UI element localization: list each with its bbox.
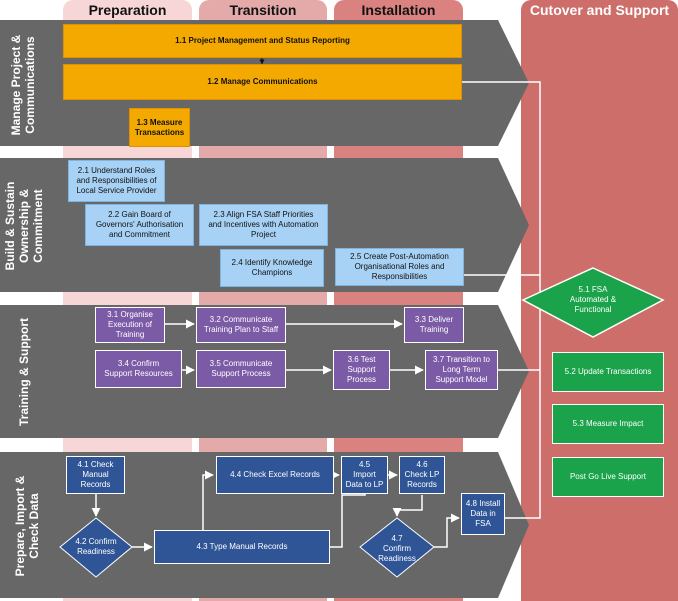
task-3-2[interactable]: 3.2 Communicate Training Plan to Staff xyxy=(196,307,286,343)
arrow-4-6-to-4-7 xyxy=(392,495,423,517)
line-band4-to-cutover xyxy=(505,300,541,519)
task-2-4[interactable]: 2.4 Identify Knowledge Champions xyxy=(220,249,324,287)
task-4-3[interactable]: 4.3 Type Manual Records xyxy=(154,530,330,564)
task-4-2[interactable]: 4.2 Confirm Readiness xyxy=(75,537,117,556)
task-3-4[interactable]: 3.4 Confirm Support Resources xyxy=(95,350,182,388)
task-5-4[interactable]: Post Go Live Support xyxy=(552,457,664,497)
task-3-1[interactable]: 3.1 Organise Execution of Training xyxy=(95,307,165,343)
task-2-3[interactable]: 2.3 Align FSA Staff Priorities and Incen… xyxy=(199,204,328,246)
arrow-4-7-to-4-8 xyxy=(434,513,460,548)
task-4-6[interactable]: 4.6 Check LP Records xyxy=(399,456,445,494)
task-3-7[interactable]: 3.7 Transition to Long Term Support Mode… xyxy=(425,350,498,390)
diamond-5-1 xyxy=(521,267,665,338)
task-4-8[interactable]: 4.8 Install Data in FSA xyxy=(461,493,505,535)
task-2-1[interactable]: 2.1 Understand Roles and Responsibilitie… xyxy=(68,160,165,202)
task-4-4[interactable]: 4.4 Check Excel Records xyxy=(216,456,334,494)
column-cutover-header: Cutover and Support xyxy=(529,2,670,18)
task-4-5[interactable]: 4.5 Import Data to LP xyxy=(341,456,388,494)
task-4-1[interactable]: 4.1 Check Manual Records xyxy=(66,456,125,494)
task-5-2[interactable]: 5.2 Update Transactions xyxy=(552,352,664,392)
task-5-1[interactable]: 5.1 FSA Automated & Functional xyxy=(569,285,617,314)
task-5-3[interactable]: 5.3 Measure Impact xyxy=(552,404,664,444)
arrow-4-3-to-4-4 xyxy=(202,470,214,530)
task-3-3[interactable]: 3.3 Deliver Training xyxy=(404,307,464,343)
task-1-3[interactable]: 1.3 Measure Transactions xyxy=(129,108,190,147)
task-3-6[interactable]: 3.6 Test Support Process xyxy=(333,350,390,390)
column-preparation-header: Preparation xyxy=(88,2,167,18)
diamond-4-7 xyxy=(359,517,435,578)
task-3-5[interactable]: 3.5 Communicate Support Process xyxy=(196,350,286,388)
column-transition-header: Transition xyxy=(229,2,297,18)
arrow-4-3-to-4-5 xyxy=(330,492,366,548)
task-2-2[interactable]: 2.2 Gain Board of Governors' Authorisati… xyxy=(85,204,194,246)
diamond-4-2 xyxy=(59,517,133,578)
task-4-7[interactable]: 4.7 Confirm Readiness xyxy=(378,534,416,563)
column-installation-header: Installation xyxy=(361,2,436,18)
task-1-1[interactable]: 1.1 Project Management and Status Report… xyxy=(63,24,462,58)
task-2-5[interactable]: 2.5 Create Post-Automation Organisationa… xyxy=(335,248,464,286)
task-1-2[interactable]: 1.2 Manage Communications xyxy=(63,64,462,100)
